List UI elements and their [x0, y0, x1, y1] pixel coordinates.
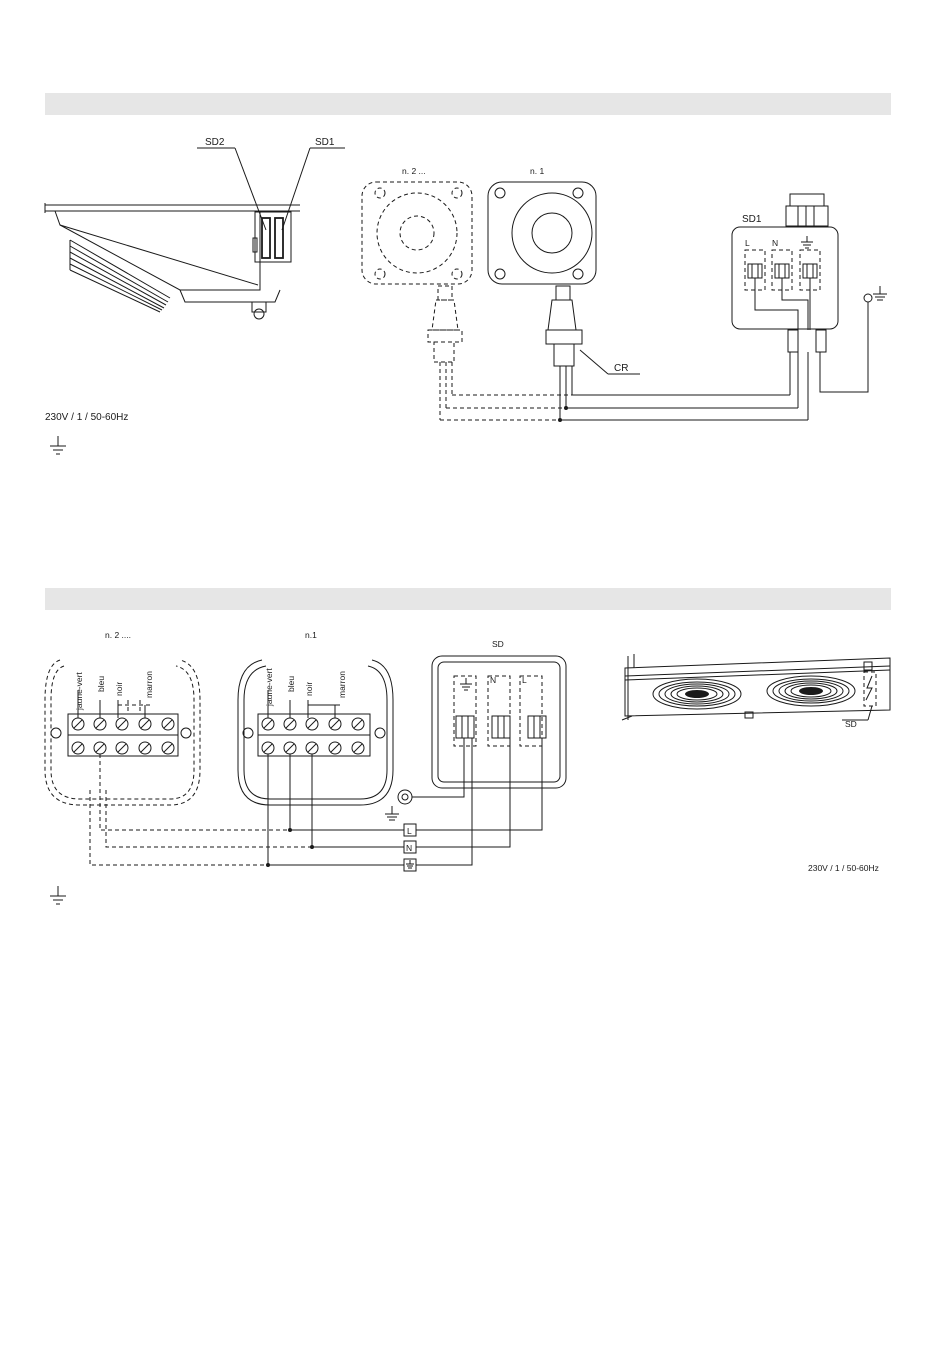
- label-fan-n2: n. 2 ...: [402, 166, 426, 176]
- label-fan-n1-s2: n.1: [305, 630, 317, 640]
- label-terminal-l-2: L: [522, 675, 527, 685]
- terminal-screws-n1: [262, 690, 364, 754]
- wire-label-bleu-n1: bleu: [286, 676, 296, 692]
- wire-label-noir-n1: noir: [304, 682, 314, 696]
- label-fan-n1: n. 1: [530, 166, 544, 176]
- label-unit-sd: SD: [845, 719, 857, 729]
- motor-terminal-box-n1: [238, 660, 393, 805]
- label-terminal-l-1: L: [745, 238, 750, 248]
- label-box-sd1: SD1: [742, 214, 762, 225]
- wire-label-marron-n1: marron: [337, 671, 347, 698]
- label-sd1-unit: SD1: [315, 137, 335, 148]
- label-supply-1: 230V / 1 / 50-60Hz: [45, 412, 128, 423]
- label-terminal-n-2: N: [490, 675, 496, 685]
- earth-terminal: [404, 859, 416, 871]
- wire-label-bleu-n2: bleu: [96, 676, 106, 692]
- motor-terminal-box-n2: [45, 660, 200, 805]
- label-box-sd: SD: [492, 639, 504, 649]
- ground-icon: [385, 806, 399, 820]
- label-line-n: N: [406, 843, 412, 853]
- ground-icon: [50, 436, 66, 454]
- terminal-screws-n2: [72, 690, 174, 754]
- label-fan-n2-s2: n. 2 ....: [105, 630, 131, 640]
- fan-guard-left: [653, 679, 741, 709]
- unit-side-view-1: [45, 148, 345, 319]
- label-cr: CR: [614, 363, 628, 374]
- label-sd2: SD2: [205, 137, 225, 148]
- wiring-section-2: [90, 738, 542, 867]
- ground-icon: [50, 886, 66, 904]
- wiring-section-1: [440, 294, 872, 422]
- label-terminal-n-1: N: [772, 238, 778, 248]
- fan-guard-right: [767, 676, 855, 706]
- unit-front-view-2: [622, 654, 890, 720]
- ground-icon: [873, 286, 887, 300]
- fan-motor-n1: [488, 182, 640, 420]
- junction-box-sd: [432, 656, 566, 788]
- wire-label-noir-n2: noir: [114, 682, 124, 696]
- fan-motor-n2: [362, 182, 472, 420]
- wire-label-jaune-vert-n2: jaune-vert: [74, 672, 84, 711]
- lightning-icon: [866, 676, 872, 700]
- wire-label-jaune-vert-n1: jaune-vert: [264, 668, 274, 707]
- wire-label-marron-n2: marron: [144, 671, 154, 698]
- label-line-l: L: [407, 826, 412, 836]
- label-supply-2: 230V / 1 / 50-60Hz: [808, 863, 879, 873]
